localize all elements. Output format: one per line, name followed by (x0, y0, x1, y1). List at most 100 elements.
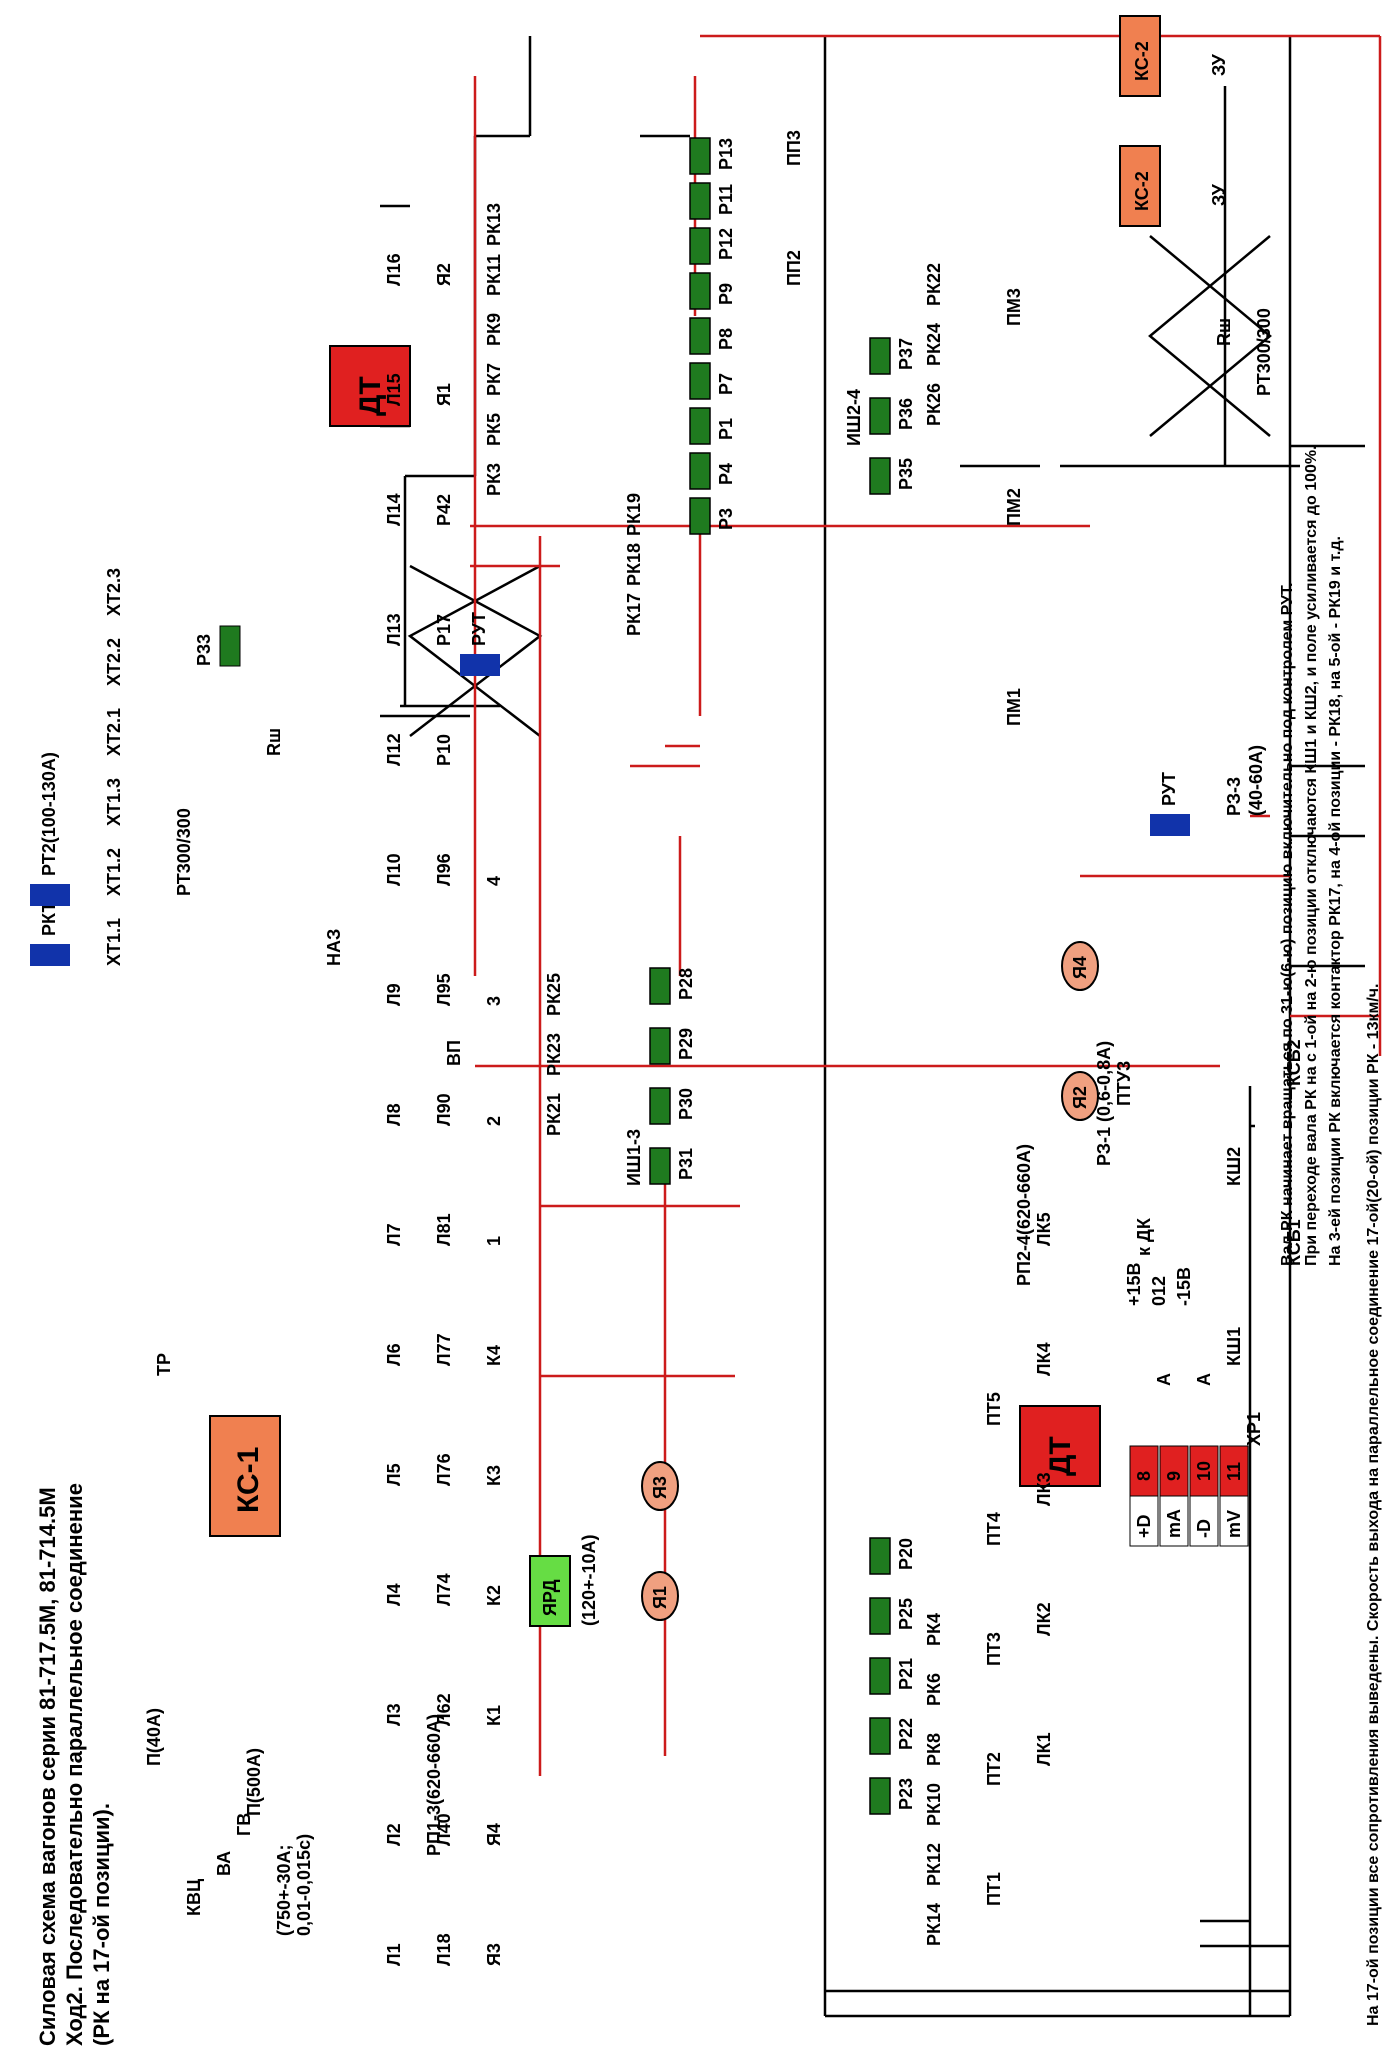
wire-label-l8: Л8 (384, 1103, 404, 1126)
resistor-Р23 (869, 1777, 891, 1815)
rp1-3-label: РП1-3(620-660А) (424, 1714, 444, 1856)
resistor-label-Р9: Р9 (716, 283, 736, 305)
resistor-label-Р8: Р8 (716, 328, 736, 350)
yrd-box (529, 1555, 571, 1627)
contactor-РК11: РК11 (484, 254, 504, 296)
rp2-4-label: РП2-4(620-660А) (1014, 1144, 1034, 1286)
contactor-РК19: РК19 (624, 493, 644, 536)
contactor-kvc: КВЦ (184, 1878, 204, 1916)
wire-label-l18: Л18 (434, 1933, 454, 1966)
contactor-p40: П(40А) (144, 1708, 164, 1766)
contactor-ПТ4: ПТ4 (984, 1512, 1004, 1546)
contactor-ХТ1.3: ХТ1.3 (104, 778, 124, 826)
resistor-label-Р35: Р35 (896, 458, 916, 490)
wire-label-l1: Л1 (384, 1943, 404, 1966)
contactor-labels: РК3РК5РК7РК9РК11РК13РК17РК18РК19РК26РК24… (104, 130, 1304, 1966)
wire-label-l74: Л74 (434, 1573, 454, 1606)
dt-lower: ДТ (1019, 1405, 1101, 1487)
notes-block: Вал РК начинает вращаться по 31-ю(6-ю) п… (1279, 445, 1382, 2026)
resistor-chains: Р3Р4Р1Р7Р8Р9Р12Р11Р13Р35Р36Р37Р31Р30Р29Р… (194, 137, 916, 1815)
rt300-left-label: РТ300/300 (174, 808, 194, 896)
contactor-РК9: РК9 (484, 313, 504, 346)
zu-top-label: ЗУ (1209, 53, 1229, 76)
contactor-РК6: РК6 (924, 1673, 944, 1706)
contactor-ЛК4: ЛК4 (1034, 1342, 1054, 1376)
wire-label-l7: Л7 (384, 1223, 404, 1246)
resistor-label-Р28: Р28 (676, 968, 696, 1000)
contactor-va: ВА (214, 1851, 234, 1876)
wire-label-k4: К4 (484, 1345, 504, 1366)
contactor-РК12: РК12 (924, 1843, 944, 1886)
rktt-coil (30, 944, 70, 966)
contactor-ПМ1: ПМ1 (1004, 688, 1024, 726)
contactor-РК10: РК10 (924, 1783, 944, 1826)
dt-output-2: -15В (1174, 1267, 1194, 1306)
xp1-num-cell (1159, 1445, 1189, 1497)
contactor-ПМ3: ПМ3 (1004, 288, 1024, 326)
motor-label-2: Я3 (650, 1476, 670, 1499)
rz3-range-label: (40-60А) (1246, 745, 1266, 816)
contactor-gv: ГВ (234, 1813, 254, 1836)
resistor-label-Р13: Р13 (716, 138, 736, 170)
resistor-Р13 (689, 137, 711, 175)
zu-bottom-label: ЗУ (1209, 183, 1229, 206)
xp1-num-1: 9 (1164, 1471, 1184, 1481)
wire-label-l76: Л76 (434, 1453, 454, 1486)
wire-label-l95: Л95 (434, 973, 454, 1006)
wire-label-two: 2 (484, 1116, 504, 1126)
motor-label-1: Я1 (650, 1586, 670, 1609)
ammeter-1: A (1154, 1373, 1174, 1386)
rut-upper-label: РУТ (469, 612, 489, 646)
resistor-Р8 (689, 317, 711, 355)
ks2-top-box (1119, 15, 1161, 97)
xp1-num-cell (1189, 1445, 1219, 1497)
contactor-РК7: РК7 (484, 363, 504, 396)
xp1-num-cell (1129, 1445, 1159, 1497)
resistor-Р3 (689, 497, 711, 535)
wire-label-l5: Л5 (384, 1463, 404, 1486)
xp1-sig-0: +D (1134, 1514, 1154, 1538)
ish1-label: ИШ1-3 (624, 1129, 644, 1186)
yrd-block: ЯРД (120+-10А) (529, 1534, 599, 1627)
contactor-ptu3: ПТУ3 (1114, 1061, 1134, 1106)
wire-label-l10: Л10 (384, 853, 404, 886)
wire-label-l14: Л14 (384, 493, 404, 526)
xp1-num-2: 10 (1194, 1461, 1214, 1481)
contactor-p500: П(500А) (244, 1748, 264, 1816)
resistor-label-Р22: Р22 (896, 1718, 916, 1750)
ks2-bottom-box (1119, 145, 1161, 227)
contactor-РК26: РК26 (924, 383, 944, 426)
ammeter-2: A (1194, 1373, 1214, 1386)
xp1-num-0: 8 (1134, 1471, 1154, 1481)
contactor-ХТ2.1: ХТ2.1 (104, 708, 124, 756)
rut-upper-coil (460, 654, 500, 676)
contactor-ЛК2: ЛК2 (1034, 1602, 1054, 1636)
dt-lower-box (1019, 1405, 1101, 1487)
misc-labels: к ДК A A Rш Rш РТ300/300 РТ300/300 (174, 308, 1274, 1386)
wire-label-p42: Р42 (434, 494, 454, 526)
wire-label-ya4: Я4 (484, 1823, 504, 1846)
ks1-block: КС-1 ТР (154, 1353, 281, 1537)
title-block: Силовая схема вагонов серии 81-717.5М, 8… (35, 1483, 114, 2046)
contactor-ХТ2.3: ХТ2.3 (104, 568, 124, 616)
resistor-Р25 (869, 1597, 891, 1635)
title-line-1: Силовая схема вагонов серии 81-717.5М, 8… (35, 1487, 60, 2046)
wire-label-l2: Л2 (384, 1823, 404, 1846)
resistor-label-Р12: Р12 (716, 228, 736, 260)
xp1-sig-3: mV (1224, 1510, 1244, 1538)
wire-label-k2: К2 (484, 1585, 504, 1606)
wire-label-ya1: Я1 (434, 383, 454, 406)
wire-label-l62: Л62 (434, 1693, 454, 1726)
contactor-ПМ2: ПМ2 (1004, 488, 1024, 526)
resistor-Р30 (649, 1087, 671, 1125)
wire-label-l4: Л4 (384, 1583, 404, 1606)
wire-label-p17: Р17 (434, 614, 454, 646)
resistor-label-Р4: Р4 (716, 463, 736, 485)
rt2-label: РТ2(100-130А) (39, 752, 59, 876)
k-dk-label: к ДК (1134, 1217, 1154, 1256)
resistor-label-Р37: Р37 (896, 338, 916, 370)
wire-label-ya2: Я2 (434, 263, 454, 286)
contactor-РК24: РК24 (924, 323, 944, 366)
